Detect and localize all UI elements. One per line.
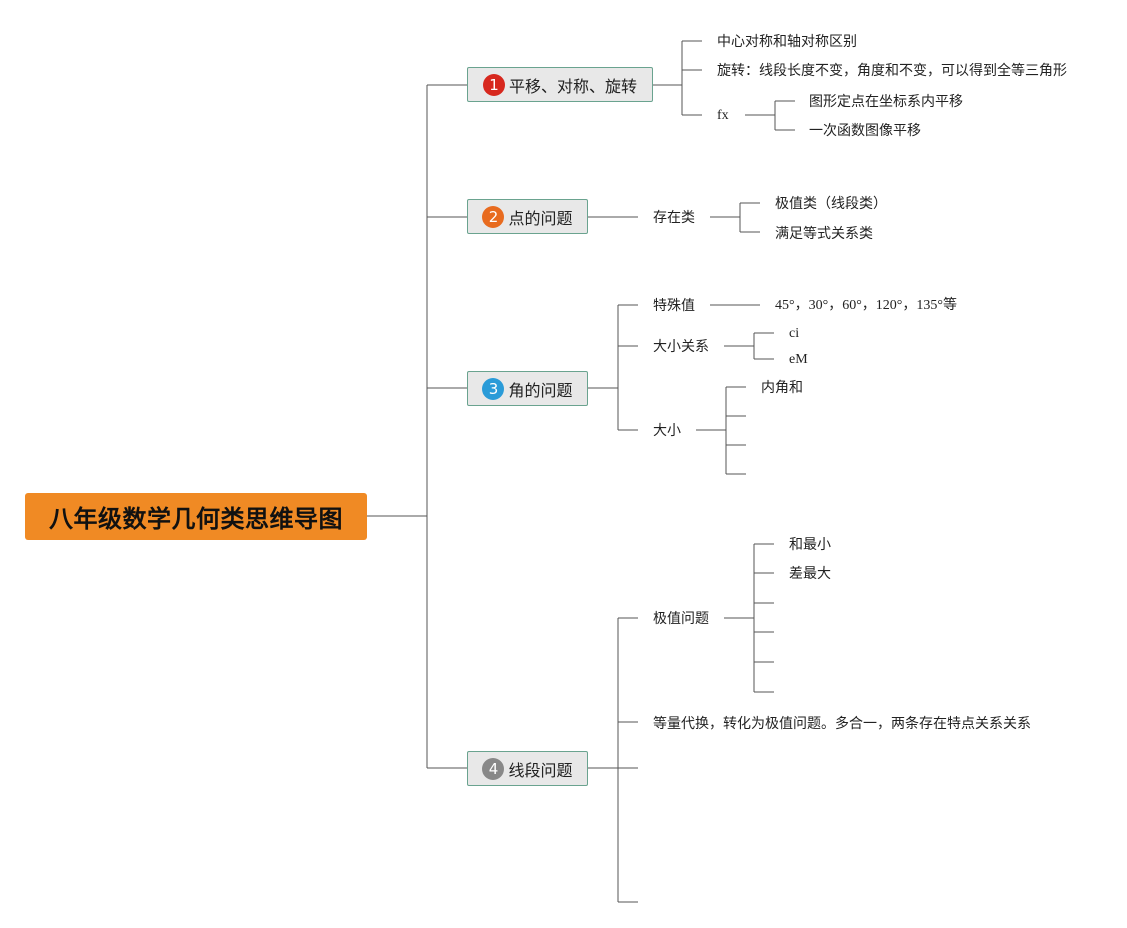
subtopic-rotation[interactable]: 旋转：线段长度不变，角度和不变，可以得到全等三角形 (717, 63, 1067, 79)
subtopic-difference-maximum[interactable]: 差最大 (789, 566, 831, 582)
subtopic-equation-relation[interactable]: 满足等式关系类 (775, 226, 873, 242)
number-4-icon: 4 (482, 757, 505, 780)
subtopic-special-values[interactable]: 特殊值 (653, 298, 695, 314)
branch-1-label: 平移、对称、旋转 (508, 76, 637, 96)
subtopic-size-relation[interactable]: 大小关系 (653, 339, 709, 355)
subtopic-sum-minimum[interactable]: 和最小 (789, 537, 831, 553)
subtopic-ci[interactable]: ci (789, 326, 800, 341)
subtopic-linear-function-translation[interactable]: 一次函数图像平移 (809, 123, 921, 139)
subtopic-extremum-problem[interactable]: 极值问题 (653, 611, 709, 627)
subtopic-size[interactable]: 大小 (653, 423, 681, 439)
subtopic-point-translation[interactable]: 图形定点在坐标系内平移 (809, 94, 963, 110)
branch-1-topic[interactable]: 1 平移、对称、旋转 (467, 67, 653, 102)
subtopic-em[interactable]: eM (789, 352, 808, 367)
number-3-icon: 3 (482, 377, 505, 400)
root-topic[interactable]: 八年级数学几何类思维导图 (25, 493, 367, 540)
number-1-icon: 1 (482, 73, 505, 96)
root-title: 八年级数学几何类思维导图 (49, 505, 343, 533)
branch-4-label: 线段问题 (508, 760, 573, 780)
branch-3-topic[interactable]: 3 角的问题 (467, 371, 588, 406)
branch-3-label: 角的问题 (508, 380, 573, 400)
subtopic-equivalent-substitution[interactable]: 等量代换，转化为极值问题。多合一，两条存在特点关系关系 (653, 716, 1031, 732)
subtopic-symmetry[interactable]: 中心对称和轴对称区别 (717, 34, 857, 50)
branch-2-topic[interactable]: 2 点的问题 (467, 199, 588, 234)
number-2-icon: 2 (482, 205, 505, 228)
subtopic-angle-values[interactable]: 45°，30°，60°，120°，135°等 (775, 298, 957, 313)
subtopic-interior-angle-sum[interactable]: 内角和 (761, 380, 803, 396)
subtopic-extremum-segment[interactable]: 极值类（线段类） (775, 196, 887, 212)
subtopic-existence[interactable]: 存在类 (653, 210, 695, 226)
branch-4-topic[interactable]: 4 线段问题 (467, 751, 588, 786)
branch-2-label: 点的问题 (508, 208, 573, 228)
subtopic-fx[interactable]: fx (717, 108, 729, 123)
